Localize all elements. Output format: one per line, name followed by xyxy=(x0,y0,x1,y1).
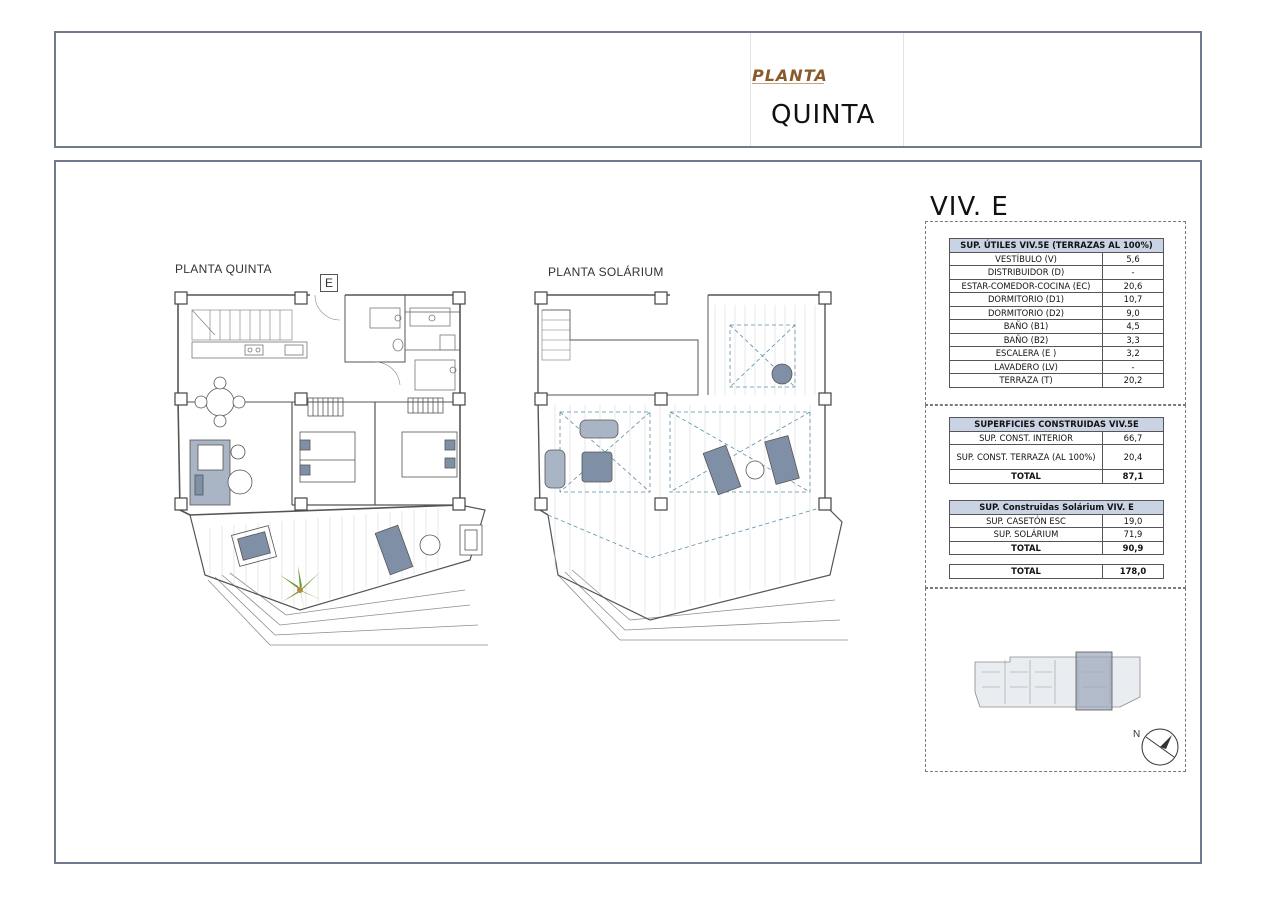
palm-plant xyxy=(280,566,322,612)
table-row: DORMITORIO (D1)10,7 xyxy=(949,292,1164,307)
unit-tag: E xyxy=(320,274,338,292)
bedroom-1 xyxy=(299,397,356,483)
title-block xyxy=(750,33,904,146)
main-frame xyxy=(54,160,1202,864)
solarium-furniture xyxy=(544,363,800,496)
bathrooms xyxy=(369,307,457,391)
table-row: ESTAR-COMEDOR-COCINA (EC)20,6 xyxy=(949,278,1164,293)
table-row: LAVADERO (LV)- xyxy=(949,359,1164,374)
table-row: VESTÍBULO (V)5,6 xyxy=(949,251,1164,266)
terrace-outline xyxy=(189,504,486,611)
terrace-edge-lines xyxy=(207,572,488,646)
solarium-perimeter xyxy=(547,504,843,621)
useful-areas-panel xyxy=(925,221,1186,405)
solarium-plan xyxy=(534,291,848,641)
key-plan-panel xyxy=(925,588,1186,772)
fifth-floor-plan-label: PLANTA QUINTA xyxy=(175,262,272,276)
table-row: SUP. CONST. TERRAZA (AL 100%)20,4 xyxy=(949,444,1164,470)
terrace-dining xyxy=(231,525,277,567)
terrace-decking xyxy=(209,508,439,606)
solarium-plan-label: PLANTA SOLÁRIUM xyxy=(548,265,664,279)
north-label: N xyxy=(1133,729,1141,740)
solarium-stairs xyxy=(541,309,571,361)
header-frame xyxy=(54,31,1202,148)
terrace-lounger xyxy=(374,524,441,576)
unit-highlight xyxy=(1075,651,1113,711)
solarium-decking xyxy=(554,305,816,615)
bedroom-2 xyxy=(401,397,458,478)
built-areas-header: SUPERFICIES CONSTRUIDAS VIV.5E xyxy=(949,417,1164,432)
terrace-planter xyxy=(459,524,483,556)
fifth-floor-plan xyxy=(174,291,488,646)
floor-name: QUINTA xyxy=(771,100,876,130)
unit-title: VIV. E xyxy=(930,192,1009,222)
door-swings xyxy=(314,294,401,386)
table-row: DISTRIBUIDOR (D)- xyxy=(949,265,1164,280)
table-row: TERRAZA (T)20,2 xyxy=(949,373,1164,388)
solarium-columns xyxy=(534,291,832,511)
built-areas-table: SUPERFICIES CONSTRUIDAS VIV.5E SUP. CONS… xyxy=(949,417,1164,484)
useful-areas-header: SUP. ÚTILES VIV.5E (TERRAZAS AL 100%) xyxy=(949,238,1164,253)
built-areas-panel xyxy=(925,405,1186,588)
solarium-areas-header: SUP. Construidas Solárium VIV. E xyxy=(949,500,1164,515)
table-row: BAÑO (B2)3,3 xyxy=(949,332,1164,347)
table-row: DORMITORIO (D2)9,0 xyxy=(949,305,1164,320)
north-arrow-icon xyxy=(1141,728,1179,766)
dining-table xyxy=(194,376,246,428)
useful-areas-table: SUP. ÚTILES VIV.5E (TERRAZAS AL 100%) VE… xyxy=(949,238,1164,388)
planta-label: PLANTA xyxy=(752,66,828,85)
kitchen-counter xyxy=(191,341,308,359)
building-key-plan xyxy=(974,651,1141,711)
solarium-areas-table: SUP. Construidas Solárium VIV. E SUP. CA… xyxy=(949,500,1164,555)
table-row: ESCALERA (E )3,2 xyxy=(949,346,1164,361)
stairs xyxy=(191,309,293,341)
living-sofa xyxy=(189,439,253,506)
planta-underline xyxy=(752,83,824,84)
solarium-edge-lines xyxy=(557,569,848,641)
structural-columns xyxy=(174,291,466,511)
table-row: BAÑO (B1)4,5 xyxy=(949,319,1164,334)
